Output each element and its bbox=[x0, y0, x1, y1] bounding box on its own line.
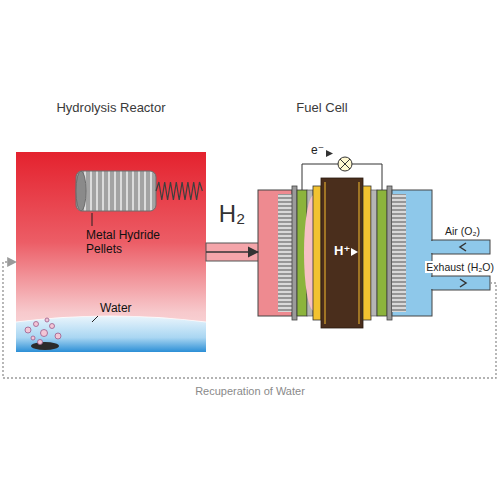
bubble bbox=[38, 340, 43, 345]
part-label: Metal Hydride Pellets bbox=[86, 229, 168, 257]
node-heading: Fuel Cell bbox=[296, 100, 347, 115]
water-body bbox=[16, 316, 206, 352]
lamp bbox=[338, 157, 352, 171]
leader-line bbox=[92, 213, 93, 226]
pellet-disc bbox=[31, 342, 59, 350]
bubble bbox=[25, 327, 31, 333]
hydrogen-pipe bbox=[206, 243, 260, 261]
cathode-catalyst bbox=[363, 186, 371, 320]
anode-manifold bbox=[258, 190, 292, 316]
bubble bbox=[34, 322, 39, 327]
plate bbox=[371, 190, 377, 316]
flow-channels bbox=[278, 194, 292, 312]
hydrogen-flow-arrow bbox=[206, 251, 258, 253]
pipe-joint bbox=[431, 277, 434, 289]
pipe-joint bbox=[431, 241, 434, 253]
water-return-line bbox=[3, 262, 496, 378]
cathode-manifold bbox=[392, 190, 432, 316]
pellet-cylinder bbox=[76, 171, 156, 211]
water-surface bbox=[16, 316, 206, 322]
bubble bbox=[31, 336, 35, 340]
return-label: Recuperation of Water bbox=[195, 385, 305, 397]
pellet-end bbox=[76, 171, 86, 211]
plate bbox=[387, 186, 392, 320]
flow-channels bbox=[392, 194, 406, 312]
part-label: Water bbox=[100, 302, 132, 316]
membrane bbox=[321, 178, 363, 328]
proton-arrow bbox=[351, 248, 358, 256]
exhaust-pipe bbox=[432, 276, 490, 290]
diffusion-layer bbox=[377, 190, 387, 316]
reactor-fill bbox=[16, 152, 206, 352]
electron-label: e⁻ bbox=[311, 144, 324, 158]
fuel-cell-box: Fuel Cell bbox=[258, 152, 490, 330]
bubble bbox=[41, 330, 48, 337]
electron-arrow bbox=[326, 150, 333, 157]
plate bbox=[292, 186, 297, 320]
air-pipe bbox=[432, 240, 490, 254]
proton-label: H⁺ bbox=[334, 244, 350, 259]
bubble bbox=[55, 333, 61, 339]
inlet-label: Air (O₂) bbox=[444, 225, 481, 237]
flow-chevron bbox=[460, 279, 466, 287]
bubbles bbox=[25, 318, 61, 345]
flow-chevron bbox=[460, 243, 466, 251]
anode-catalyst bbox=[313, 186, 321, 320]
bubble bbox=[50, 324, 55, 329]
outlet-label: Exhaust (H₂O) bbox=[425, 261, 495, 273]
flow-label: H₂ bbox=[219, 200, 246, 228]
lamp-cross bbox=[340, 159, 350, 169]
bubble bbox=[45, 318, 49, 322]
membrane-edge bbox=[325, 182, 359, 324]
leader-line bbox=[92, 316, 98, 322]
spring bbox=[156, 182, 202, 200]
node-heading: Hydrolysis Reactor bbox=[56, 100, 165, 115]
